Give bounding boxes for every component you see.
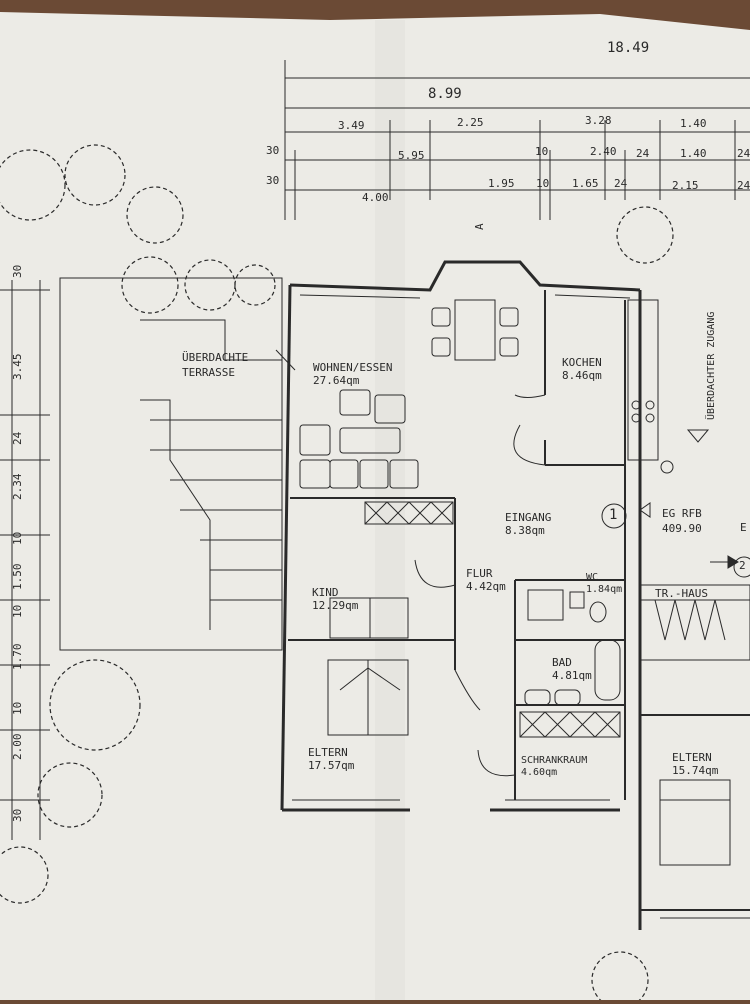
room-wc-area: 1.84qm	[586, 583, 623, 595]
dim-row2-5: 1.40	[680, 147, 707, 160]
room-bad-name: BAD	[552, 656, 572, 669]
marker-1: 1	[609, 507, 618, 523]
dim-left-9: 2.00	[11, 733, 24, 761]
bed-eltern-2	[659, 779, 731, 866]
room-kind-area: 12.29qm	[312, 598, 359, 612]
terrace-pointer	[275, 349, 296, 371]
dim-left-6: 10	[11, 604, 24, 618]
kitchen-counter	[627, 299, 659, 461]
room-wc: WC 1.84qm	[586, 572, 622, 595]
room-wohnen: WOHNEN/ESSEN 27.64qm	[313, 361, 393, 387]
eg-arrow	[639, 502, 651, 518]
room-bad: BAD 4.81qm	[552, 656, 592, 682]
dim-row1-2: 3.28	[585, 114, 612, 127]
dim-row1-0: 3.49	[338, 119, 365, 132]
edge-e-label: E	[740, 521, 747, 534]
dim-left-4: 10	[11, 531, 24, 545]
dimension-lines-top	[284, 60, 750, 220]
dim-row2-0: 30	[266, 144, 280, 157]
room-flur: FLUR 4.42qm	[466, 567, 506, 593]
windows	[292, 294, 750, 919]
dim-left-0: 30	[11, 264, 24, 278]
entry-arrow-head	[727, 555, 739, 569]
room-kind-name: KIND	[312, 586, 339, 599]
dim-row2-1: 5.95	[398, 149, 425, 162]
dim-row1-3: 1.40	[680, 117, 707, 130]
level-marker	[660, 460, 674, 474]
interior-walls	[288, 290, 750, 911]
room-eltern2-area: 15.74qm	[672, 763, 719, 777]
sofa-set	[299, 389, 419, 489]
dim-row1-1: 2.25	[457, 116, 484, 129]
eg-level: 409.90	[662, 522, 702, 535]
dim-total: 18.49	[607, 40, 650, 56]
dim-left-5: 1.50	[11, 563, 24, 591]
room-kochen: KOCHEN 8.46qm	[562, 356, 602, 382]
room-trhaus: TR.-HAUS	[655, 587, 708, 600]
dim-left-3: 2.34	[11, 473, 24, 501]
room-wohnen-area: 27.64qm	[313, 373, 360, 387]
dim-left-10: 30	[11, 808, 24, 822]
dim-row3-6: 2.15	[672, 179, 699, 192]
dim-row3-1: 4.00	[362, 191, 389, 204]
marker-2-circle	[733, 556, 750, 578]
zugang-label: ÜBERDACHTER ZUGANG	[706, 311, 717, 420]
doors	[414, 394, 546, 777]
room-wc-name: WC	[586, 572, 599, 583]
room-eingang: EINGANG 8.38qm	[505, 511, 552, 537]
bath-fixtures	[524, 589, 621, 706]
room-eltern-2: ELTERN 15.74qm	[672, 751, 719, 777]
dining-table	[431, 299, 519, 361]
dim-row3-5: 24	[614, 177, 628, 190]
room-eltern2-name: ELTERN	[672, 751, 712, 764]
bed-eltern	[327, 659, 409, 736]
dim-row2-2: 10	[535, 145, 549, 158]
dim-left-1: 3.45	[11, 353, 24, 381]
room-kind: KIND 12.29qm	[312, 586, 359, 612]
wardrobe-schrankraum	[519, 711, 621, 738]
room-eltern-area: 17.57qm	[308, 758, 355, 772]
dim-row2-4: 24	[636, 147, 650, 160]
dim-row3-2: 1.95	[488, 177, 515, 190]
room-bad-area: 4.81qm	[552, 668, 592, 682]
zugang-arrow	[686, 429, 710, 443]
room-eltern: ELTERN 17.57qm	[308, 746, 355, 772]
dim-row3-3: 10	[536, 177, 550, 190]
dim-width: 8.99	[428, 86, 462, 102]
room-eltern-name: ELTERN	[308, 746, 348, 759]
dim-row2-3: 2.40	[590, 145, 617, 158]
room-kochen-name: KOCHEN	[562, 356, 602, 369]
bed-kind	[329, 597, 409, 639]
stairs	[639, 584, 750, 661]
dim-left-2: 24	[11, 431, 24, 445]
section-marker: A	[473, 223, 486, 230]
dimension-lines-left	[0, 280, 50, 840]
dim-row3-0: 30	[266, 174, 280, 187]
trees	[0, 144, 674, 1004]
marker-2: 2	[739, 559, 746, 572]
room-flur-area: 4.42qm	[466, 579, 506, 593]
room-flur-name: FLUR	[466, 567, 493, 580]
eg-label: EG RFB	[662, 507, 702, 520]
terrace-label-2: TERRASSE	[182, 366, 235, 379]
dim-row3-7: 24	[737, 179, 750, 192]
dim-left-7: 1.70	[11, 643, 24, 671]
room-schrankraum: SCHRANKRAUM 4.60qm	[521, 755, 587, 778]
wardrobe-kind	[364, 501, 454, 525]
dim-row2-6: 24	[737, 147, 750, 160]
room-schrankraum-area: 4.60qm	[521, 766, 558, 778]
room-schrankraum-name: SCHRANKRAUM	[521, 755, 588, 766]
dim-row3-4: 1.65	[572, 177, 599, 190]
room-kochen-area: 8.46qm	[562, 368, 602, 382]
terrace-label-1: ÜBERDACHTE	[182, 351, 249, 364]
marker-1-circle	[601, 503, 627, 529]
dim-left-8: 10	[11, 701, 24, 715]
terrace	[59, 277, 283, 651]
room-eingang-name: EINGANG	[505, 511, 552, 524]
room-wohnen-name: WOHNEN/ESSEN	[313, 361, 393, 374]
room-eingang-area: 8.38qm	[505, 523, 545, 537]
